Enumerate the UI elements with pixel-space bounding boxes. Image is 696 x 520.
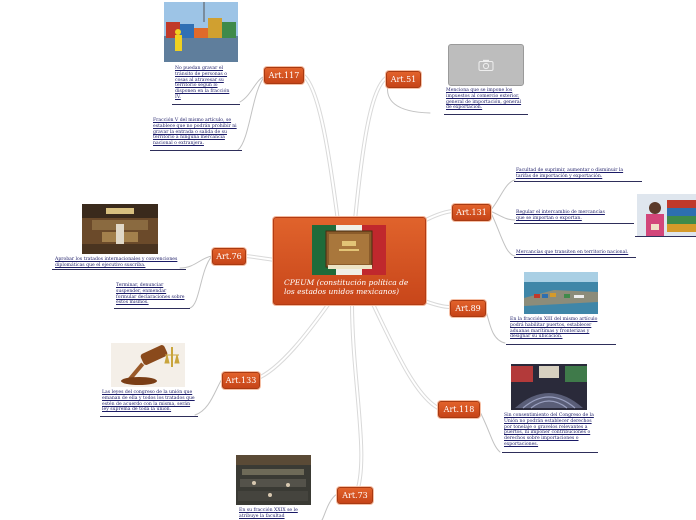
art133-note-1[interactable]: Las leyes del congreso de la unión que e… <box>102 390 196 413</box>
topic-art118[interactable]: Art.118 <box>438 401 480 418</box>
art131-note-1-line <box>514 181 642 182</box>
art89-note-1[interactable]: En la fracción XIII del mismo artículo p… <box>510 317 604 340</box>
image-placeholder <box>448 44 524 86</box>
art76-note-1-line <box>52 269 186 270</box>
congress-chamber-image <box>511 364 587 410</box>
art76-note-2[interactable]: Terminar, denunciar suspender, enmendar … <box>116 283 186 306</box>
art76-note-2-line <box>114 308 190 309</box>
art131-note-1[interactable]: Facultad de suprimir, aumentar o disminu… <box>516 168 634 180</box>
art73-note-1[interactable]: En su fracción XXIX se le atribuye la fa… <box>239 508 309 520</box>
art89-note-1-line <box>506 344 616 345</box>
topic-art131[interactable]: Art.131 <box>452 204 491 221</box>
art118-note-1[interactable]: Sin consentimiento del Congreso de la Un… <box>504 413 596 448</box>
topic-art51[interactable]: Art.51 <box>386 71 421 88</box>
seaport-aerial-image <box>524 272 598 314</box>
topic-art133[interactable]: Art.133 <box>222 372 260 389</box>
senate-chamber-image <box>82 204 158 254</box>
topic-art118-label: Art.118 <box>444 405 475 414</box>
topic-art131-label: Art.131 <box>456 208 487 217</box>
gavel-image <box>111 343 185 387</box>
port-worker-image <box>164 2 238 62</box>
topic-art89-label: Art.89 <box>455 304 481 313</box>
art117-note-2[interactable]: Fracción V del mismo artículo, se establ… <box>153 118 238 147</box>
assembly-session-image <box>236 455 311 505</box>
art131-note-2-line <box>514 223 634 224</box>
art117-note-2-line <box>150 150 242 151</box>
topic-art73-label: Art.73 <box>342 491 368 500</box>
topic-art117-label: Art.117 <box>269 71 300 80</box>
art133-note-1-line <box>100 416 198 417</box>
art131-note-3-line <box>514 257 636 258</box>
art117-note-1-line <box>172 104 240 105</box>
art131-note-3[interactable]: Mercancías que transiten en territorio n… <box>516 250 634 256</box>
art51-note-1-line <box>444 114 528 115</box>
constitution-book-image <box>312 225 386 275</box>
topic-art76[interactable]: Art.76 <box>212 248 246 265</box>
art131-image-line <box>635 236 696 237</box>
art118-note-1-line <box>502 452 598 453</box>
central-topic-title: CPEUM (constitución política de los esta… <box>284 278 418 296</box>
central-topic[interactable]: CPEUM (constitución política de los esta… <box>273 217 426 305</box>
topic-art73[interactable]: Art.73 <box>337 487 373 504</box>
topic-art117[interactable]: Art.117 <box>264 67 304 84</box>
topic-art51-label: Art.51 <box>391 75 417 84</box>
art51-note-1[interactable]: Menciona que se impone los impuestos al … <box>446 88 528 111</box>
woman-containers-image <box>637 194 696 236</box>
art76-note-1[interactable]: Aprobar los tratados internacionales y c… <box>55 257 185 269</box>
art131-note-2[interactable]: Regular el intercambio de mercancías que… <box>516 210 614 222</box>
topic-art89[interactable]: Art.89 <box>450 300 486 317</box>
topic-art76-label: Art.76 <box>216 252 242 261</box>
topic-art133-label: Art.133 <box>226 376 257 385</box>
camera-icon <box>478 59 494 71</box>
art117-note-1[interactable]: No puedan gravar el tránsito de personas… <box>175 66 231 101</box>
